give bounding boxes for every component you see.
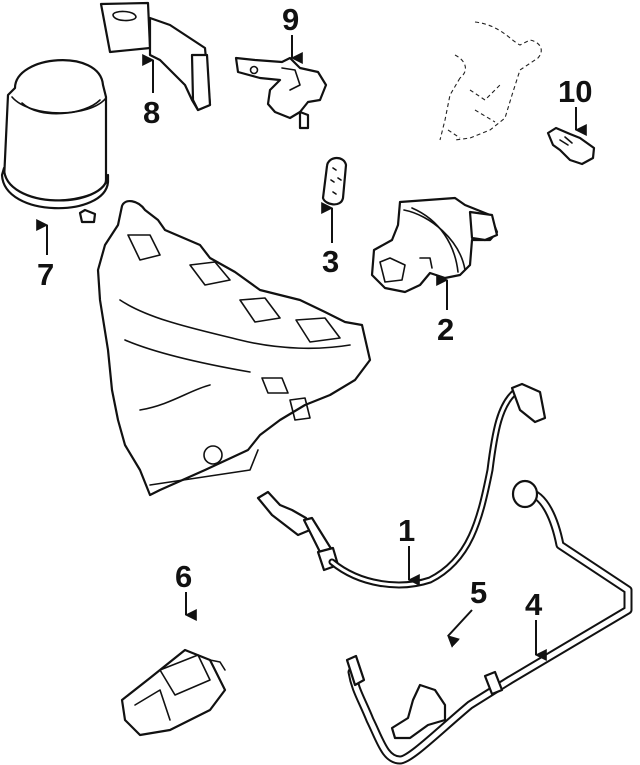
- engine-block-outline: [439, 21, 542, 141]
- tube-bracket[interactable]: [390, 683, 447, 740]
- callout-label-10: 10: [558, 74, 592, 109]
- callout-label-2: 2: [437, 312, 454, 347]
- purge-solenoid[interactable]: [120, 648, 227, 737]
- vacuum-solenoid[interactable]: [234, 56, 328, 130]
- temperature-sensor[interactable]: [546, 126, 596, 166]
- callout-3: 3: [321, 202, 339, 279]
- intake-manifold[interactable]: [96, 200, 372, 497]
- leader-arrow-5: [447, 609, 473, 648]
- callout-label-1: 1: [398, 513, 415, 548]
- callout-2: 2: [436, 274, 454, 347]
- vapor-canister[interactable]: [0, 59, 110, 224]
- egr-valve[interactable]: [370, 196, 499, 294]
- callout-label-5: 5: [470, 575, 487, 610]
- callout-7: 7: [36, 219, 54, 292]
- callout-9: 9: [282, 2, 303, 64]
- callout-8: 8: [142, 54, 160, 130]
- callout-6: 6: [175, 559, 197, 621]
- callout-1: 1: [398, 513, 420, 586]
- callout-10: 10: [558, 74, 592, 136]
- callout-label-4: 4: [525, 587, 543, 622]
- egr-tube[interactable]: [345, 479, 633, 765]
- canister-bracket[interactable]: [99, 1, 212, 112]
- callout-label-3: 3: [322, 244, 339, 279]
- callout-label-7: 7: [37, 257, 54, 292]
- callout-4: 4: [525, 587, 547, 661]
- callout-label-8: 8: [143, 95, 160, 130]
- oxygen-sensor[interactable]: [256, 382, 547, 589]
- callout-label-6: 6: [175, 559, 192, 594]
- callout-label-9: 9: [282, 2, 299, 37]
- egr-valve-gasket[interactable]: [321, 156, 348, 206]
- callout-5: 5: [447, 575, 487, 648]
